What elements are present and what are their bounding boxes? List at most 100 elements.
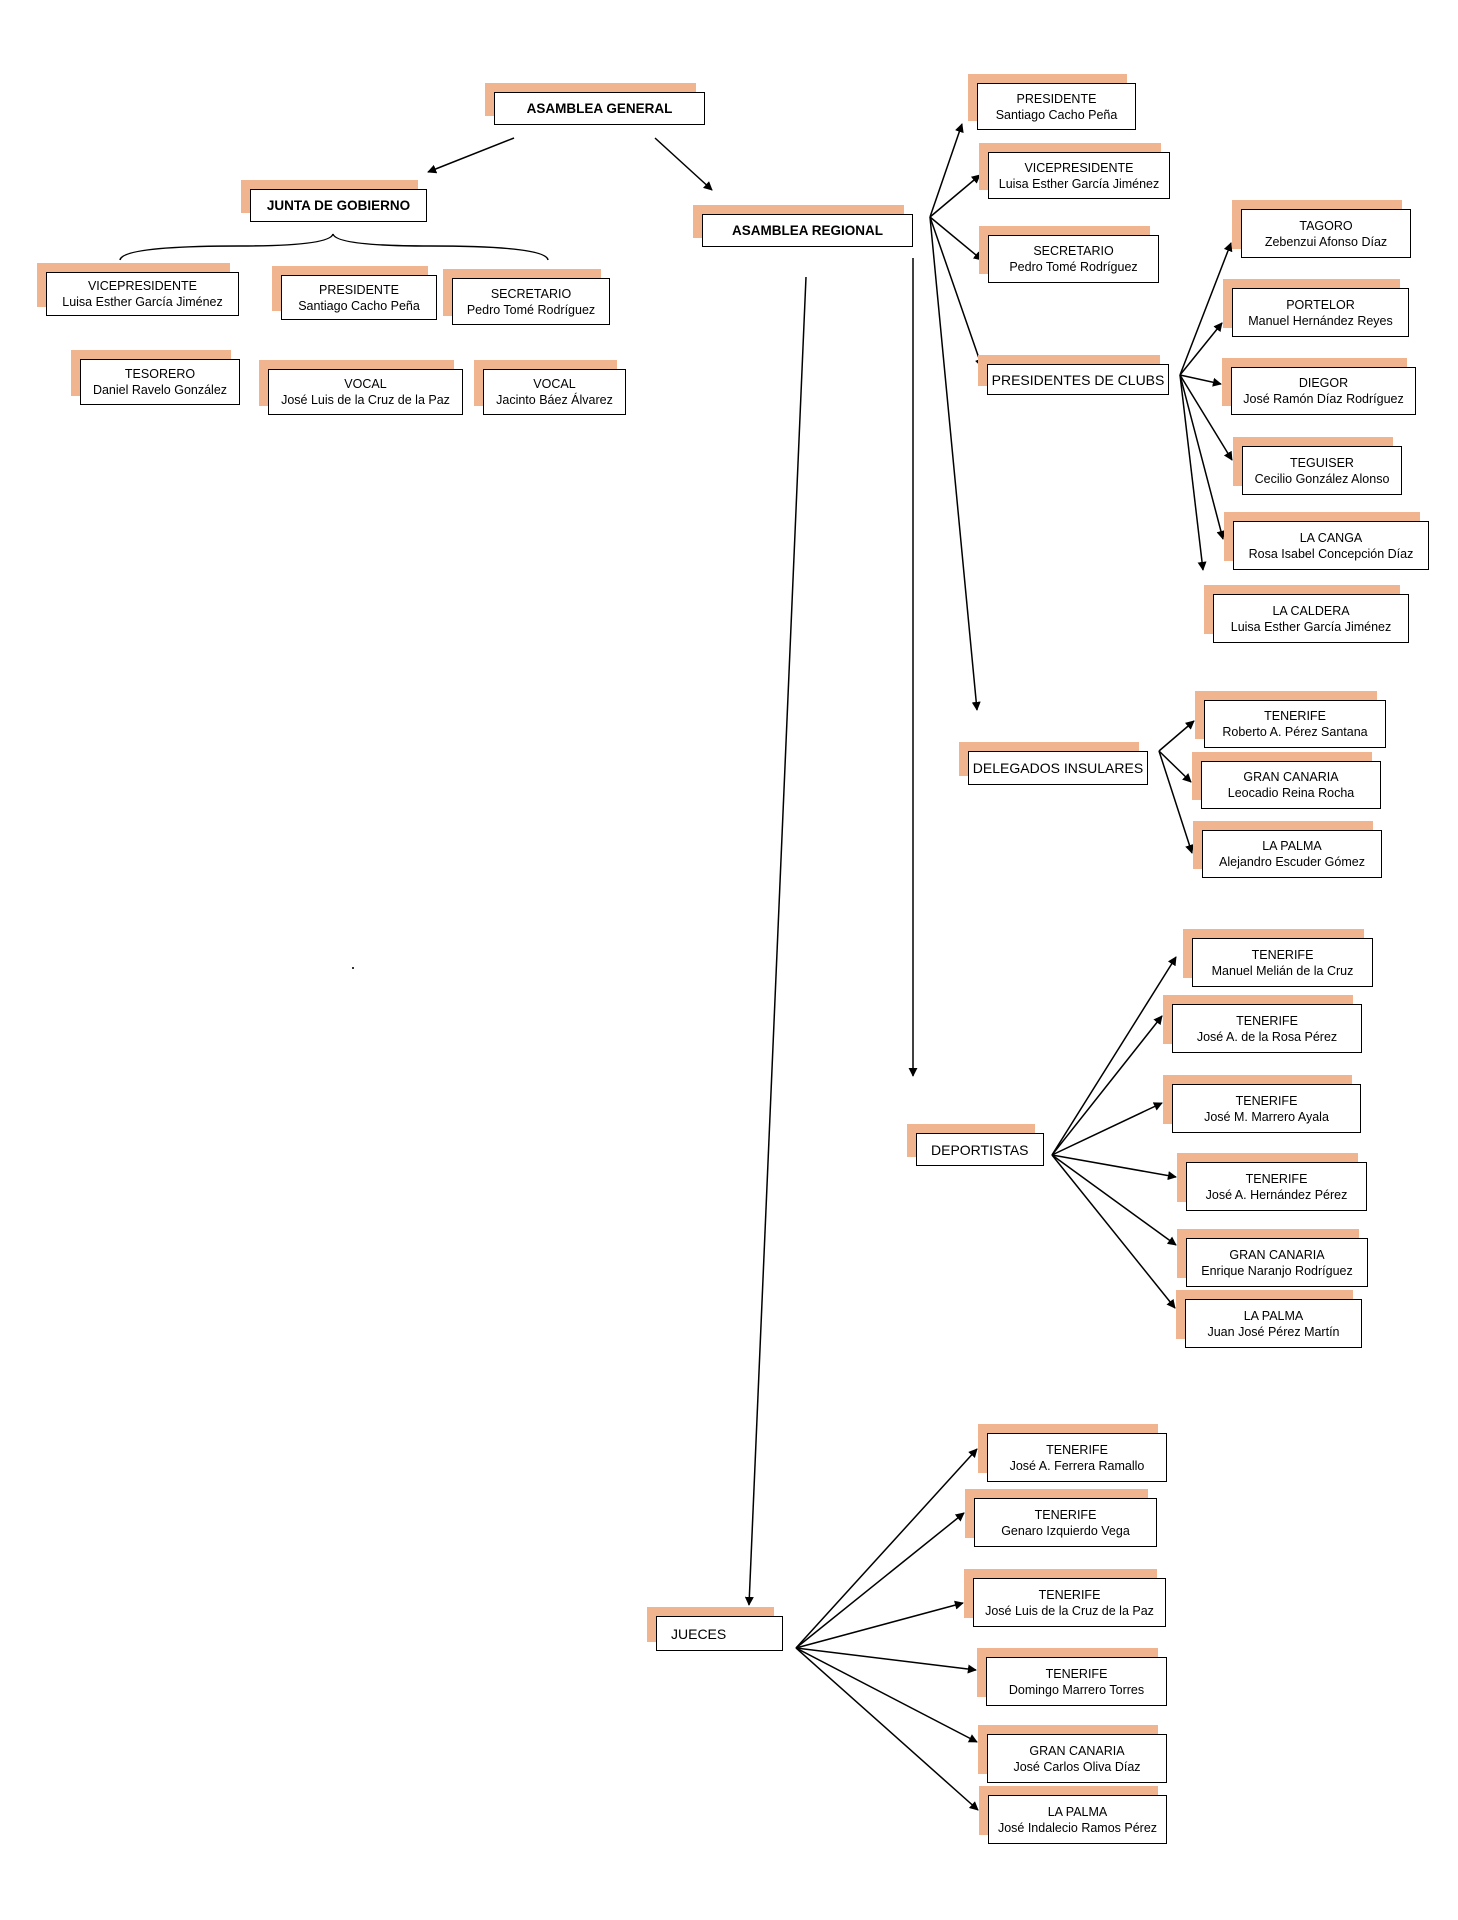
- group-presidentes-clubs: PRESIDENTES DE CLUBS: [978, 355, 1169, 395]
- name: José A. Ferrera Ramallo: [1009, 1458, 1145, 1473]
- club-diegor: DIEGOR José Ramón Díaz Rodríguez: [1222, 358, 1416, 415]
- role: PRESIDENTE: [319, 282, 399, 297]
- name: Luisa Esther García Jiménez: [62, 295, 223, 309]
- role: TENERIFE: [1264, 709, 1326, 723]
- arrow-jueces-4: [795, 1647, 977, 1674]
- junta-brace: [119, 233, 549, 261]
- group-delegados-insulares: DELEGADOS INSULARES: [959, 742, 1148, 785]
- name: Pedro Tomé Rodríguez: [1009, 260, 1138, 274]
- arrow-delegados-lapalma: [1158, 750, 1194, 854]
- name: Jacinto Báez Álvarez: [496, 393, 613, 407]
- name: José Ramón Díaz Rodríguez: [1243, 392, 1404, 406]
- arrow-regional-jueces: [744, 276, 807, 1606]
- name: Luisa Esther García Jiménez: [998, 176, 1160, 191]
- role: TENERIFE: [1034, 1507, 1097, 1522]
- name: Cecilio González Alonso: [1254, 471, 1390, 486]
- role: TENERIFE: [1235, 1093, 1298, 1108]
- arrow-regional-secretario: [929, 216, 983, 261]
- name: Manuel Hernández Reyes: [1248, 313, 1393, 328]
- arrow-deportistas-5: [1051, 1154, 1177, 1246]
- group-jueces: JUECES: [647, 1607, 783, 1651]
- name: Juan José Pérez Martín: [1207, 1324, 1340, 1339]
- role: TENERIFE: [1236, 1013, 1298, 1028]
- arrow-clubs-tagoro: [1179, 242, 1233, 376]
- name: Genaro Izquierdo Vega: [1001, 1523, 1130, 1538]
- role: VICEPRESIDENTE: [1024, 160, 1134, 175]
- junta-vocal-2: VOCAL Jacinto Báez Álvarez: [474, 360, 626, 415]
- name: Alejandro Escuder Gómez: [1219, 855, 1365, 869]
- arrow-clubs-portelor: [1179, 322, 1223, 376]
- name: José Carlos Oliva Díaz: [1013, 1759, 1141, 1774]
- name: Roberto A. Pérez Santana: [1222, 725, 1368, 739]
- delegado-gran-canaria: GRAN CANARIA Leocadio Reina Rocha: [1192, 752, 1381, 809]
- arrow-jueces-1: [795, 1448, 978, 1649]
- role: LA CALDERA: [1272, 603, 1350, 618]
- role: GRAN CANARIA: [1243, 770, 1339, 784]
- role: DIEGOR: [1298, 376, 1349, 390]
- arrow-regional-presidente: [929, 123, 964, 218]
- role: TENERIFE: [1245, 1171, 1308, 1186]
- name: José A. de la Rosa Pérez: [1196, 1029, 1338, 1044]
- name: José M. Marrero Ayala: [1204, 1109, 1329, 1124]
- label: JUECES: [656, 1616, 783, 1651]
- arrow-jueces-3: [795, 1600, 964, 1649]
- arrow-deportistas-3: [1051, 1102, 1163, 1156]
- role: VICEPRESIDENTE: [87, 279, 198, 293]
- role: TEGUISER: [1290, 455, 1354, 470]
- role: GRAN CANARIA: [1229, 1247, 1325, 1262]
- name: Enrique Naranjo Rodríguez: [1201, 1263, 1353, 1278]
- arrow-general-regional: [654, 137, 713, 191]
- arrow-delegados-grancanaria: [1158, 750, 1192, 783]
- arrow-jueces-2: [795, 1512, 965, 1649]
- name: Luisa Esther García Jiménez: [1230, 619, 1392, 634]
- arrow-regional-clubs: [929, 216, 984, 368]
- name: Domingo Marrero Torres: [1008, 1682, 1145, 1697]
- arrow-jueces-6: [795, 1647, 979, 1811]
- arrow-general-junta: [427, 137, 515, 174]
- label: ASAMBLEA REGIONAL: [702, 214, 913, 247]
- arrow-clubs-lacaldera: [1179, 374, 1207, 571]
- node-asamblea-general: ASAMBLEA GENERAL: [485, 83, 705, 125]
- arrow-regional-delegados: [929, 216, 981, 711]
- role: TESORERO: [124, 367, 196, 381]
- name: Rosa Isabel Concepción Díaz: [1248, 546, 1414, 561]
- node-asamblea-regional: ASAMBLEA REGIONAL: [693, 205, 913, 247]
- arrow-deportistas-1: [1051, 956, 1177, 1156]
- arrow-jueces-5: [795, 1647, 978, 1743]
- role: TENERIFE: [1251, 947, 1314, 962]
- name: José A. Hernández Pérez: [1205, 1187, 1348, 1202]
- junta-vicepresidente: VICEPRESIDENTE Luisa Esther García Jiméne…: [37, 263, 239, 316]
- name: Leocadio Reina Rocha: [1227, 786, 1355, 800]
- label: DEPORTISTAS: [916, 1133, 1044, 1166]
- name: José Indalecio Ramos Pérez: [997, 1820, 1158, 1835]
- arrow-deportistas-4: [1051, 1154, 1177, 1181]
- arrow-clubs-teguiser: [1179, 374, 1233, 461]
- role: TAGORO: [1299, 218, 1353, 233]
- name: José Luis de la Cruz de la Paz: [985, 1603, 1154, 1618]
- role: PORTELOR: [1286, 297, 1355, 312]
- role: TENERIFE: [1038, 1587, 1101, 1602]
- role: VOCAL: [533, 377, 576, 391]
- delegado-tenerife: TENERIFE Roberto A. Pérez Santana: [1195, 691, 1386, 748]
- group-deportistas: DEPORTISTAS: [907, 1124, 1044, 1166]
- arrow-deportistas-6: [1051, 1154, 1176, 1309]
